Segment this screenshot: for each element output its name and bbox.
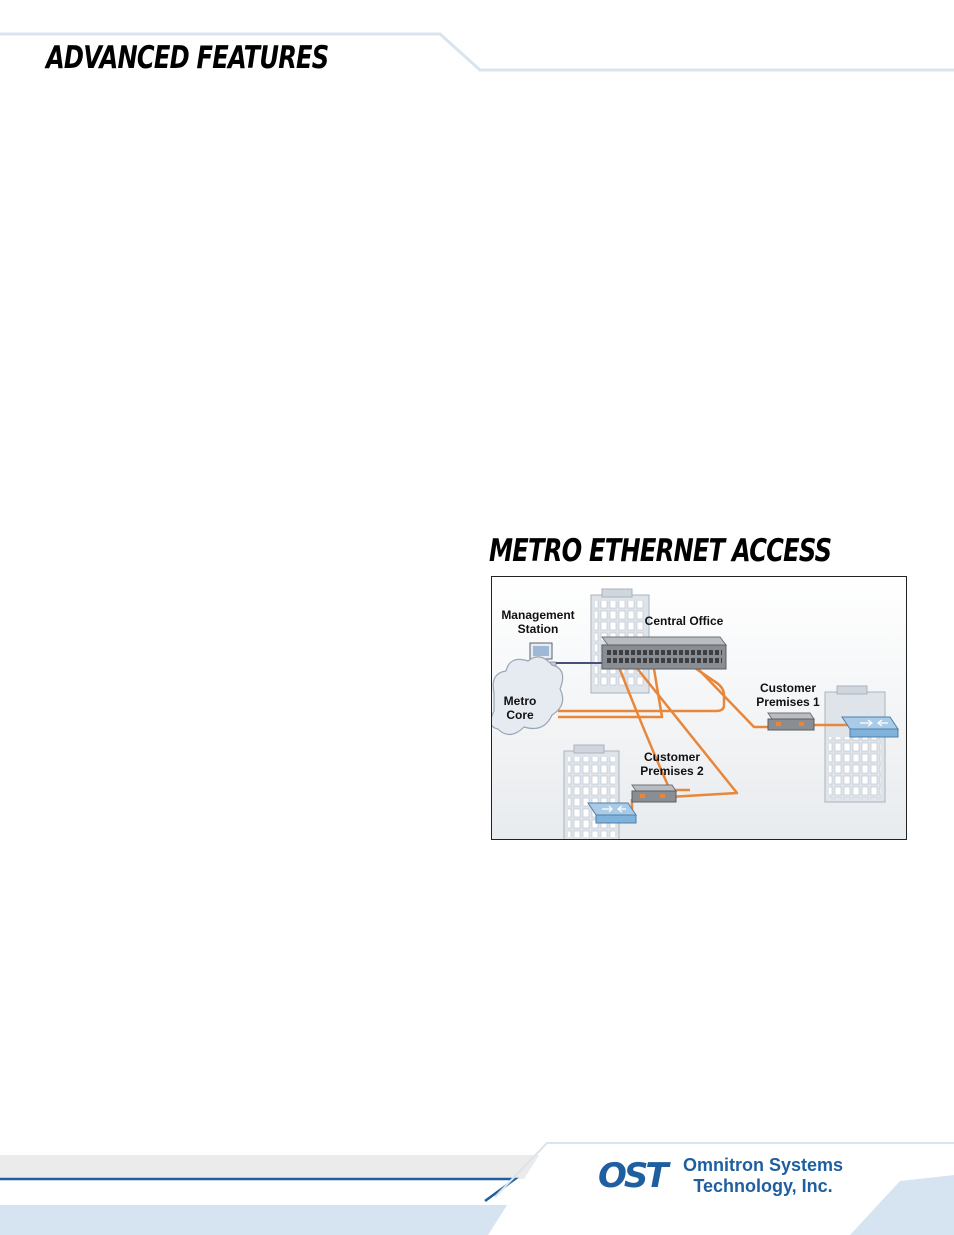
company-name-line-1: Omnitron Systems xyxy=(683,1155,844,1175)
central-office-switch xyxy=(601,636,727,670)
customer-premises-1-device xyxy=(767,712,815,731)
customer-premises-2-device xyxy=(631,784,677,803)
header-band xyxy=(0,0,954,72)
management-station-label-2: Station xyxy=(518,622,559,636)
customer-premises-1-label: Customer xyxy=(760,681,816,695)
management-station-label: Management xyxy=(501,608,574,622)
customer-premises-2-label-2: Premises 2 xyxy=(640,764,704,778)
customer-premises-2-router xyxy=(587,802,637,824)
customer-premises-1-label-2: Premises 1 xyxy=(756,695,820,709)
customer-premises-2-building xyxy=(563,744,620,839)
ost-logo: OST xyxy=(598,1157,674,1193)
metro-core-label: Metro xyxy=(504,694,537,708)
page-title: ADVANCED FEATURES xyxy=(46,40,329,76)
central-office-label: Central Office xyxy=(645,614,724,628)
footer-band xyxy=(0,1142,954,1235)
company-name-line-2: Technology, Inc. xyxy=(693,1176,833,1196)
svg-text:OST: OST xyxy=(598,1157,671,1193)
company-name: Omnitron Systems Technology, Inc. xyxy=(683,1155,843,1197)
metro-ethernet-diagram: Management Station Central Office Metro … xyxy=(491,576,907,840)
metro-core-label-2: Core xyxy=(506,708,534,722)
customer-premises-1-building xyxy=(824,685,886,803)
section-title: METRO ETHERNET ACCESS xyxy=(489,533,832,569)
metro-core-cloud xyxy=(492,656,564,736)
customer-premises-2-label: Customer xyxy=(644,750,700,764)
customer-premises-1-router xyxy=(841,716,899,738)
